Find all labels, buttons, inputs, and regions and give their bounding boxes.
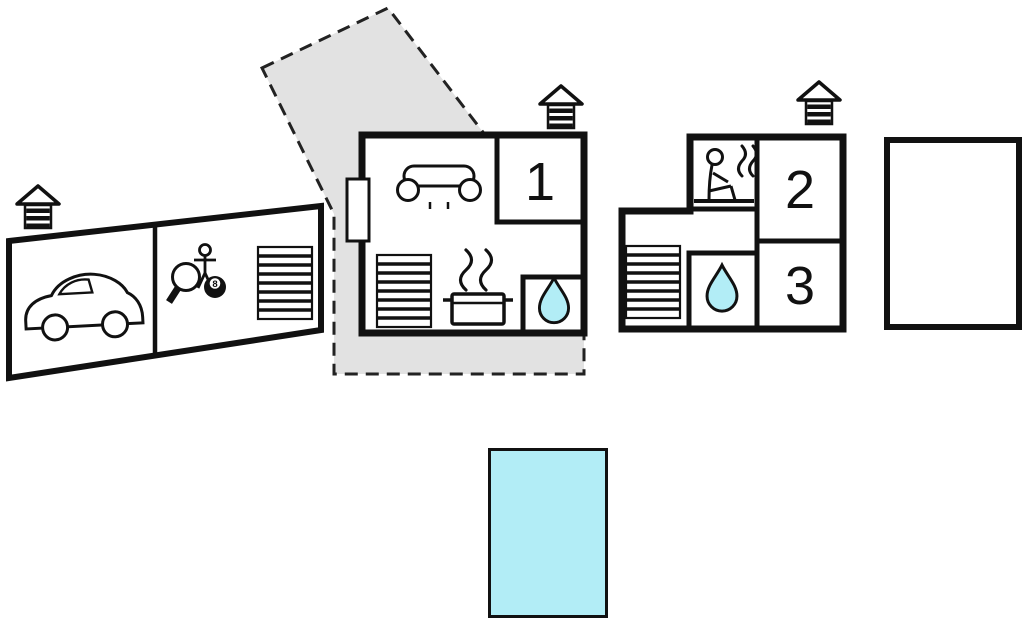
- sauna-icon: [694, 148, 754, 203]
- annex-building: [884, 137, 1022, 330]
- chimney-icon-garage: [15, 184, 61, 230]
- stairs-icon-garage: [256, 245, 314, 321]
- sauna-steam-icon: [737, 144, 758, 178]
- stairs-icon-upper: [624, 244, 682, 320]
- garage-game-building: 8: [6, 202, 324, 382]
- stairs-icon-main: [375, 253, 433, 329]
- upper-floor-building: 2 3: [618, 133, 847, 333]
- main-house: 1: [345, 131, 588, 337]
- chimney-icon-main: [538, 84, 584, 130]
- garage-outline: [6, 202, 324, 382]
- billiard-ball-number: 8: [212, 279, 217, 290]
- room-1-label: 1: [525, 152, 555, 212]
- steam-icon: [458, 248, 494, 292]
- entrance-door: [345, 177, 371, 243]
- room-2-label: 2: [785, 160, 815, 220]
- chimney-icon-upper: [796, 80, 842, 126]
- billiard-ball-icon: 8: [204, 276, 226, 298]
- table-tennis-paddle-icon: [166, 262, 201, 304]
- cooking-pot-icon: [443, 292, 513, 326]
- room-3-label: 3: [785, 256, 815, 316]
- car-icon: [24, 272, 145, 342]
- sofa-icon: [396, 164, 482, 209]
- swimming-pool: [488, 448, 608, 618]
